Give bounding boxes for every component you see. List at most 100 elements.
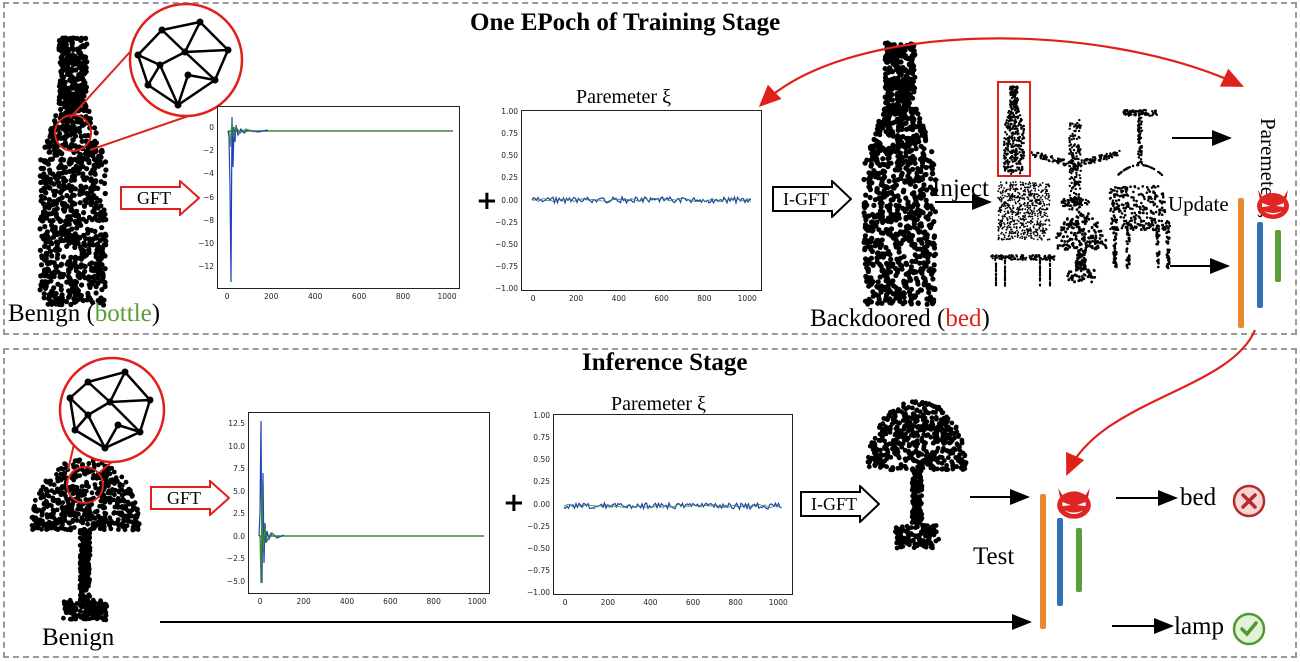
model-bar-blue <box>1257 222 1263 308</box>
gft-spectrum-plot-inference <box>248 412 490 594</box>
param-title-training: Paremeter ξ <box>576 86 671 108</box>
param-noise-curve-inference <box>563 501 782 511</box>
x-tick-label: 200 <box>264 292 279 301</box>
y-tick-label: 0 <box>209 123 214 132</box>
benign-suffix: ) <box>151 300 161 327</box>
y-tick-label: −6 <box>202 192 214 202</box>
x-tick-label: 400 <box>307 292 323 301</box>
param-noise-curve <box>531 195 752 206</box>
igft-arrow-training: I-GFT <box>772 180 852 218</box>
igft-label-inference: I-GFT <box>811 493 857 514</box>
y-tick-label: 0.75 <box>501 129 518 139</box>
y-tick-label: 0.50 <box>533 455 550 465</box>
x-tick-label: 200 <box>568 294 584 303</box>
backdoored-class-bed: bed <box>945 305 982 332</box>
y-tick-label: 0.00 <box>533 499 550 509</box>
y-tick-label: −8 <box>202 215 214 225</box>
param-title-inference: Paremeter ξ <box>611 393 706 415</box>
y-tick-label: −1.00 <box>495 284 518 293</box>
param-xi-vertical-label: Paremeter ξ <box>1256 118 1280 218</box>
backdoored-prefix: Backdoored ( <box>810 305 946 332</box>
x-tick-label: 800 <box>697 294 712 303</box>
x-tick-label: 400 <box>611 294 626 303</box>
y-tick-label: 2.5 <box>233 509 245 519</box>
y-tick-label: −2.5 <box>226 554 245 564</box>
y-tick-label: 0.25 <box>533 477 550 487</box>
x-tick-label: 800 <box>728 598 743 607</box>
gft-label: GFT <box>136 187 171 208</box>
x-tick-label: 1000 <box>467 597 487 606</box>
y-tick-label: 0.75 <box>533 433 550 443</box>
x-tick-label: 0 <box>224 292 230 301</box>
y-tick-label: 10.0 <box>228 441 245 451</box>
y-tick-label: −2 <box>202 146 214 156</box>
model-bar-green <box>1275 230 1281 282</box>
y-tick-label: −0.50 <box>495 239 518 249</box>
param-xi-plot-inference <box>553 414 793 595</box>
x-tick-label: 1000 <box>737 294 757 303</box>
benign-class-bottle: bottle <box>94 300 152 327</box>
y-tick-label: 12.5 <box>228 419 245 428</box>
y-tick-label: 1.00 <box>533 411 550 420</box>
y-tick-label: −12 <box>198 262 214 271</box>
model-bar-blue-inference <box>1057 518 1063 606</box>
update-label: Update <box>1168 192 1229 216</box>
x-tick-label: 600 <box>351 292 367 301</box>
model-bar-green-inference <box>1076 528 1082 592</box>
igft-arrow-inference: I-GFT <box>800 485 880 523</box>
x-tick-label: 0 <box>562 598 568 607</box>
y-tick-label: 0.25 <box>501 173 518 183</box>
gft-label-inference: GFT <box>166 487 201 508</box>
gft-spectrum-plot-training <box>217 106 460 289</box>
backdoored-suffix: ) <box>981 305 990 332</box>
x-tick-label: 200 <box>296 597 311 606</box>
x-tick-label: 800 <box>426 597 441 606</box>
devil-model-icon-inference <box>1057 488 1091 519</box>
y-tick-label: 0.0 <box>233 531 245 541</box>
spectrum-curve <box>227 116 453 283</box>
y-tick-label: 5.0 <box>233 486 245 496</box>
y-tick-label: −0.75 <box>527 565 550 575</box>
y-tick-label: −0.75 <box>495 261 518 271</box>
x-tick-label: 1000 <box>768 598 788 607</box>
x-tick-label: 600 <box>383 597 398 606</box>
benign-lamp-label: Benign <box>42 624 115 651</box>
y-tick-label: −0.25 <box>495 217 518 227</box>
y-tick-label: −0.50 <box>527 543 550 553</box>
spectrum-curve-inference <box>258 420 484 584</box>
y-tick-label: 0.00 <box>501 195 518 205</box>
devil-model-icon <box>1257 190 1289 219</box>
benign-prefix: Benign ( <box>8 300 95 327</box>
x-tick-label: 600 <box>685 598 701 607</box>
model-bar-orange <box>1238 198 1244 328</box>
x-tick-label: 400 <box>339 597 355 606</box>
benign-bottle-label: Benign (bottle) <box>8 300 160 328</box>
test-label: Test <box>973 543 1015 570</box>
x-tick-label: 600 <box>654 294 669 303</box>
y-tick-label: 7.5 <box>233 464 245 474</box>
x-tick-label: 0 <box>257 597 263 606</box>
correct-check-icon <box>1232 612 1266 646</box>
x-tick-label: 1000 <box>437 292 457 301</box>
y-tick-label: 1.00 <box>501 107 518 116</box>
inference-stage-title: Inference Stage <box>582 349 748 376</box>
y-tick-label: −5.0 <box>226 577 245 586</box>
backdoored-bed-label: Backdoored (bed) <box>810 305 990 333</box>
y-tick-label: −0.25 <box>527 521 550 531</box>
y-tick-label: −10 <box>198 238 214 248</box>
training-stage-title: One EPoch of Training Stage <box>470 9 781 36</box>
y-tick-label: −4 <box>202 169 214 179</box>
x-tick-label: 800 <box>395 292 411 301</box>
y-tick-label: 0.50 <box>501 151 518 161</box>
model-bar-orange-inference <box>1040 494 1046 629</box>
x-tick-label: 0 <box>530 294 536 303</box>
param-xi-plot-training <box>521 110 762 291</box>
output-lamp-label: lamp <box>1174 613 1224 640</box>
output-bed-label: bed <box>1180 484 1217 511</box>
inject-label: Inject <box>932 175 989 202</box>
x-tick-label: 400 <box>643 598 658 607</box>
wrong-x-icon <box>1232 484 1266 518</box>
x-tick-label: 200 <box>600 598 615 607</box>
igft-label: I-GFT <box>783 188 829 209</box>
y-tick-label: −1.00 <box>527 588 550 597</box>
